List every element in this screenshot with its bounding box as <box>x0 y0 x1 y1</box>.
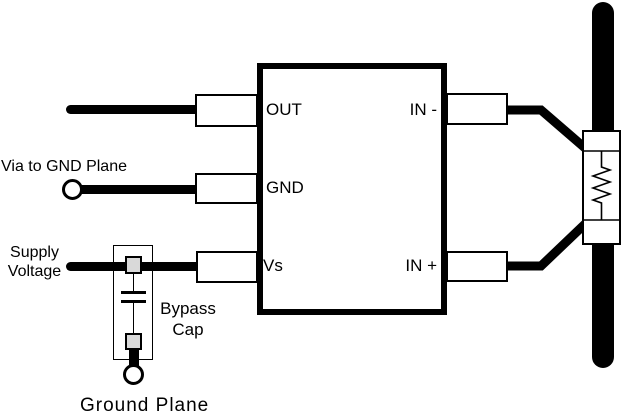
label-supply-line2: Voltage <box>7 263 62 280</box>
capacitor-plate-top-icon <box>121 291 146 294</box>
label-ground-plane: Ground Plane <box>80 395 210 416</box>
pad-in-plus <box>446 251 508 282</box>
cap-lead-top <box>132 273 134 292</box>
pad-in-minus <box>446 93 508 125</box>
ic-body <box>257 63 447 315</box>
trace-ground-stub <box>129 349 139 369</box>
label-bypass-cap: Bypass Cap <box>153 298 223 340</box>
pad-vs <box>196 251 258 283</box>
pin-label-in-minus: IN - <box>409 100 437 119</box>
pad-gnd <box>195 173 258 204</box>
ground-plane-via-icon <box>123 364 144 385</box>
label-bypass-line1: Bypass <box>160 299 216 318</box>
pin-label-in-plus: IN + <box>405 256 437 275</box>
resistor-footprint <box>582 130 621 245</box>
pin-label-gnd: GND <box>266 178 304 197</box>
label-supply-voltage: Supply Voltage <box>1 243 68 281</box>
cap-lead-bottom <box>132 302 134 334</box>
resistor-outline <box>582 130 621 245</box>
gnd-via-icon <box>62 179 83 200</box>
pad-out <box>195 94 258 127</box>
trace-in-plus-diagonal <box>507 220 589 271</box>
trace-in-minus-diagonal <box>507 105 588 152</box>
pin-label-vs: Vs <box>263 256 283 275</box>
pin-label-out: OUT <box>266 100 302 119</box>
capacitor-plate-bottom-icon <box>121 300 146 303</box>
trace-gnd <box>70 185 197 194</box>
label-via-gnd-plane: Via to GND Plane <box>1 158 127 175</box>
trace-out <box>66 105 197 114</box>
label-bypass-line2: Cap <box>172 320 204 339</box>
resistor-zigzag-icon <box>590 151 613 220</box>
cap-pad-top <box>125 256 142 274</box>
label-supply-line1: Supply <box>10 244 59 261</box>
